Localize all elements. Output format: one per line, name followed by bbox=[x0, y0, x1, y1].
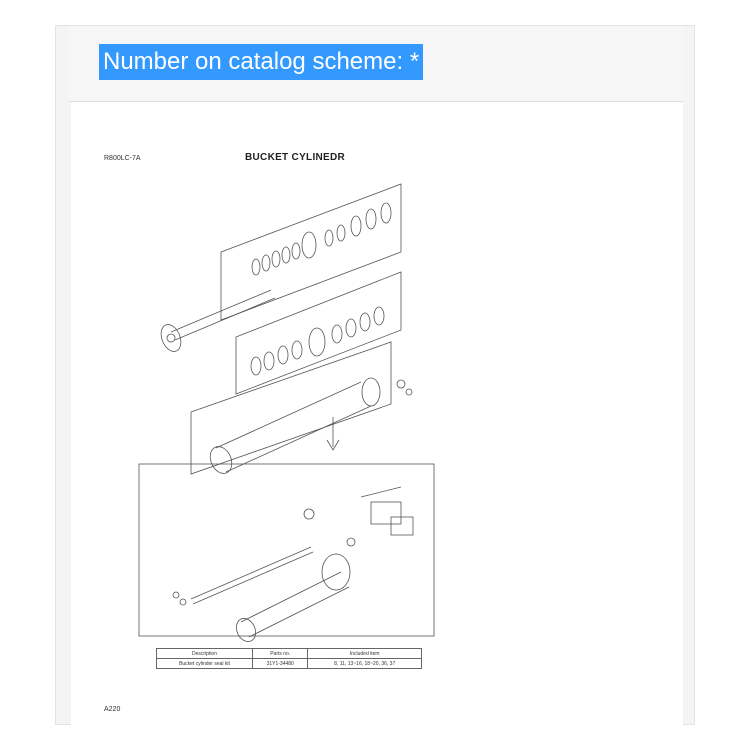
parts-table: Description Parts no. Included item Buck… bbox=[156, 648, 422, 669]
assembly-arrow bbox=[326, 417, 340, 451]
column-included-item: Included item bbox=[307, 648, 422, 659]
piston-rod bbox=[160, 289, 276, 352]
catalog-sheet: R800LC-7A BUCKET CYLINEDR bbox=[71, 102, 683, 726]
middle-seal-group bbox=[235, 271, 402, 395]
cylinder-tube bbox=[209, 377, 413, 474]
drawing-title: BUCKET CYLINEDR bbox=[245, 152, 346, 163]
catalog-scheme-label[interactable]: Number on catalog scheme: * bbox=[99, 44, 424, 80]
upper-seal-rings bbox=[251, 202, 392, 276]
cell-parts-no: 31Y1-34480 bbox=[251, 658, 309, 669]
model-code: R800LC-7A bbox=[104, 155, 141, 162]
parts-table-header: Description Parts no. Included item bbox=[156, 648, 422, 659]
column-parts-no: Parts no. bbox=[251, 648, 309, 659]
table-row: Bucket cylinder seal kit 31Y1-34480 8, 1… bbox=[156, 658, 422, 669]
cell-description: Bucket cylinder seal kit bbox=[156, 658, 253, 669]
catalog-frame: Number on catalog scheme: * R800LC-7A BU… bbox=[55, 25, 695, 726]
column-description: Description bbox=[156, 648, 253, 659]
cell-included-item: 8, 11, 13~16, 18~20, 36, 37 bbox=[307, 658, 422, 669]
exploded-view-drawing bbox=[138, 183, 435, 642]
header-bar: Number on catalog scheme: * bbox=[69, 26, 683, 102]
piston-rings bbox=[250, 306, 385, 376]
cylinder-tube-group bbox=[190, 341, 392, 475]
lower-assembly bbox=[172, 486, 414, 642]
page-number: A220 bbox=[104, 706, 121, 713]
upper-seal-group bbox=[220, 183, 402, 321]
lower-assembly-group bbox=[138, 463, 435, 637]
